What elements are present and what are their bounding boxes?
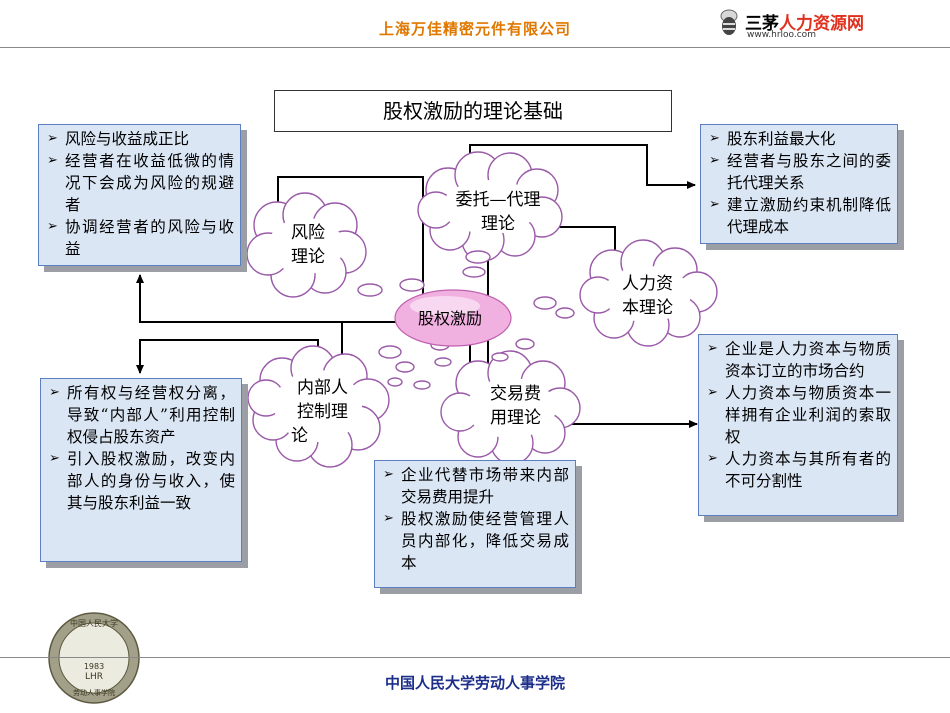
box-insider-item: 所有权与经营权分离，导致“内部人”利用控制权侵占股东资产 xyxy=(49,382,235,448)
seal-ring-text: 中国人民大学 xyxy=(70,619,118,628)
box-agency: 股东利益最大化 经营者与股东之间的委托代理关系 建立激励约束机制降低代理成本 xyxy=(700,124,898,244)
cloud-risk-label: 风险 理论 xyxy=(278,221,338,269)
cloud-insider-label: 内部人 控制理 论 xyxy=(285,376,360,448)
cloud-insider xyxy=(247,345,390,468)
seal-bottom-text: 劳动人事学院 xyxy=(73,689,115,697)
cloud-agency-line1: 委托—代理 xyxy=(455,190,541,210)
cloud-insider-line2: 控制理 xyxy=(297,402,348,422)
box-human-item: 人力资本与物质资本一样拥有企业利润的索取权 xyxy=(707,382,891,448)
footer-divider xyxy=(0,657,950,658)
box-human-capital: 企业是人力资本与物质资本订立的市场合约 人力资本与物质资本一样拥有企业利润的索取… xyxy=(698,334,898,516)
box-risk-item: 经营者在收益低微的情况下会成为风险的规避者 xyxy=(47,150,234,216)
box-agency-item: 经营者与股东之间的委托代理关系 xyxy=(709,150,891,194)
cloud-agency-line2: 理论 xyxy=(481,214,515,234)
box-transaction-item: 股权激励使经营管理人员内部化，降低交易成本 xyxy=(383,508,569,574)
box-agency-item: 股东利益最大化 xyxy=(709,128,891,150)
cloud-transaction xyxy=(440,350,581,465)
thought-bubbles xyxy=(357,250,575,390)
cloud-transaction-line1: 交易费 xyxy=(490,384,541,404)
company-name: 上海万佳精密元件有限公司 xyxy=(378,20,571,38)
site-logo[interactable]: 三茅人力资源网 www.hrloo.com xyxy=(715,4,915,44)
cloud-risk-line2: 理论 xyxy=(291,247,325,267)
box-transaction-item: 企业代替市场带来内部交易费用提升 xyxy=(383,464,569,508)
cloud-transaction-label: 交易费 用理论 xyxy=(478,382,553,430)
seal-abbr: LHR xyxy=(84,672,104,682)
logo-name-b: 人力资源网 xyxy=(779,14,864,34)
cloud-agency-label: 委托—代理 理论 xyxy=(438,188,558,236)
logo-url: www.hrloo.com xyxy=(747,30,816,40)
cloud-insider-line1: 内部人 xyxy=(297,378,348,398)
box-human-item: 企业是人力资本与物质资本订立的市场合约 xyxy=(707,338,891,382)
cloud-human-line2: 本理论 xyxy=(622,298,673,318)
box-risk-item: 协调经营者的风险与收益 xyxy=(47,216,234,260)
box-risk: 风险与收益成正比 经营者在收益低微的情况下会成为风险的规避者 协调经营者的风险与… xyxy=(38,124,241,266)
university-seal xyxy=(48,612,140,704)
header-divider xyxy=(0,47,950,48)
cloud-risk xyxy=(246,192,367,298)
footer-institution: 中国人民大学劳动人事学院 xyxy=(384,674,565,692)
center-label: 股权激励 xyxy=(417,309,482,328)
box-insider-item: 引入股权激励，改变内部人的身份与收入，使其与股东利益一致 xyxy=(49,448,235,514)
box-transaction: 企业代替市场带来内部交易费用提升 股权激励使经营管理人员内部化，降低交易成本 xyxy=(374,460,576,588)
logo-name-a: 三茅 xyxy=(745,14,779,34)
cloud-agency xyxy=(417,151,563,262)
seal-year: 1983 xyxy=(83,662,105,671)
box-insider: 所有权与经营权分离，导致“内部人”利用控制权侵占股东资产 引入股权激励，改变内部… xyxy=(40,378,242,562)
cloud-risk-line1: 风险 xyxy=(291,223,325,243)
connector-risk xyxy=(136,176,424,323)
cloud-insider-line3: 论 xyxy=(291,426,308,446)
box-agency-item: 建立激励约束机制降低代理成本 xyxy=(709,194,891,238)
bee-icon xyxy=(720,9,738,35)
box-risk-item: 风险与收益成正比 xyxy=(47,128,234,150)
cloud-transaction-line2: 用理论 xyxy=(490,408,541,428)
cloud-human-capital xyxy=(579,239,718,347)
box-human-item: 人力资本与其所有者的不可分割性 xyxy=(707,448,891,492)
cloud-human-line1: 人力资 xyxy=(622,274,673,294)
cloud-human-label: 人力资 本理论 xyxy=(610,272,685,320)
diagram-title: 股权激励的理论基础 xyxy=(274,90,672,132)
